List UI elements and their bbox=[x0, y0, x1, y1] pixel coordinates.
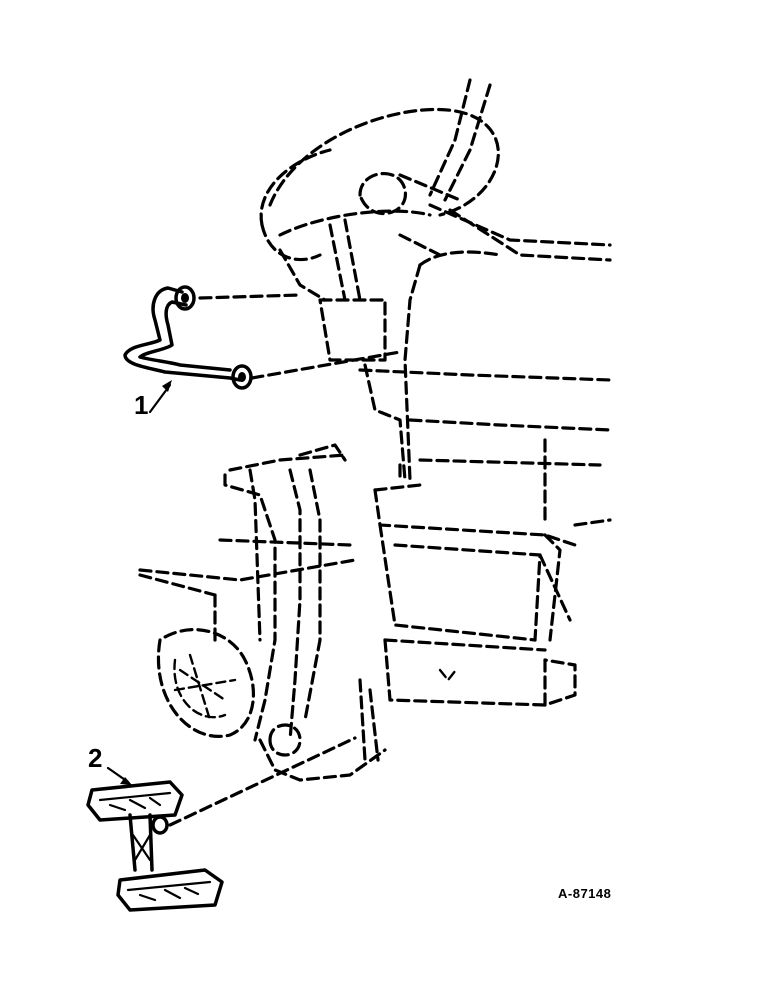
callout-1-label: 1 bbox=[134, 390, 149, 420]
step-part bbox=[86, 766, 224, 912]
figure-id-label: A-87148 bbox=[558, 886, 612, 901]
step-guide-line bbox=[168, 736, 357, 827]
handrail-upper-guide-line bbox=[198, 293, 302, 300]
tractor-outline bbox=[138, 78, 612, 782]
handrail-lower-guide-line bbox=[250, 350, 402, 380]
callout-2-label: 2 bbox=[88, 743, 103, 773]
